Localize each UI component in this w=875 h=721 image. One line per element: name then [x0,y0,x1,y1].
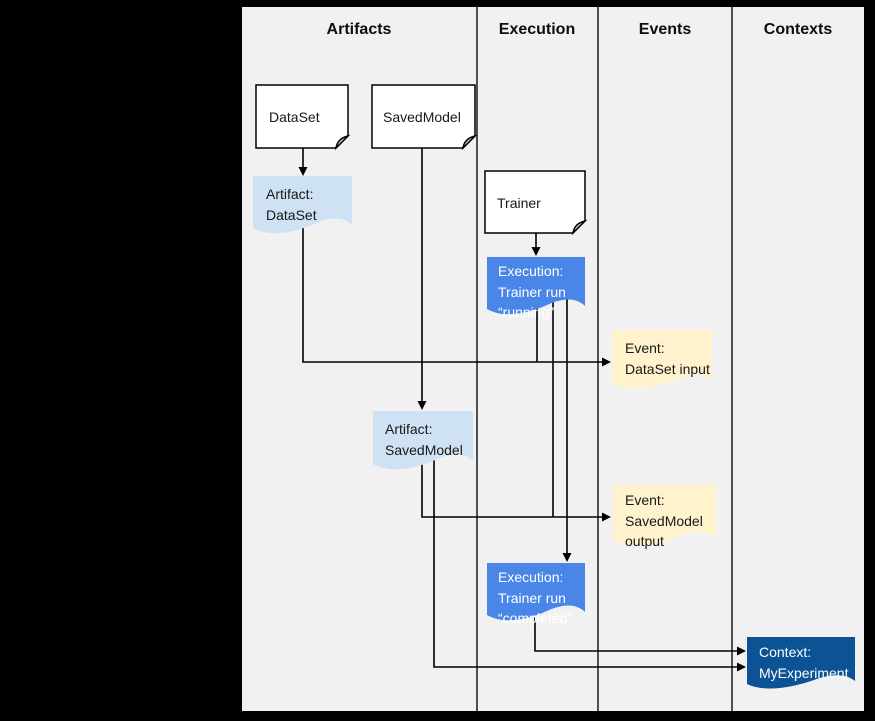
node-label-trainer: Trainer [497,195,541,211]
connectors [302,148,737,668]
flag-nodes [253,176,855,689]
connector-artifact-dataset-to-event-input [302,217,603,363]
flag-shape-artifact-dataset [253,176,352,234]
arrowhead-down-icon [417,401,427,410]
arrowhead-right-icon [737,646,746,656]
folded-corner-icon [461,134,478,151]
flag-shape-execution-completed [487,563,585,621]
document-shape-dataset [255,84,351,151]
arrowhead-right-icon [737,662,746,672]
column-header-execution: Execution [498,21,576,38]
diagram-shapes-layer [253,7,855,711]
column-dividers [476,7,733,711]
document-shape-savedmodel [371,84,478,151]
node-label-artifact-savedmodel: Artifact: SavedModel [385,421,463,458]
connector-execution-completed-to-context [534,617,737,652]
arrowhead-down-icon [562,553,572,562]
document-nodes [255,84,588,236]
node-label-execution-completed: Execution: Trainer run “completed” [498,569,572,626]
node-label-context-myexperiment: Context: MyExperiment [759,644,849,681]
flag-shape-context-myexperiment [747,637,855,689]
flag-shape-event-savedmodel-output [613,485,716,546]
connector-artifact-savedmodel-to-event-output [421,455,603,518]
flag-shape-artifact-savedmodel [373,411,473,470]
arrowhead-down-icon [298,167,308,176]
node-label-artifact-dataset: Artifact: DataSet [266,186,317,223]
arrowhead-down-icon [531,247,541,256]
diagram-canvas: Artifacts Execution Events Contexts Data… [242,7,864,711]
flag-shape-event-dataset-input [612,330,712,389]
column-header-artifacts: Artifacts [326,21,392,38]
column-header-contexts: Contexts [763,21,833,38]
flag-shape-execution-running [487,257,585,315]
node-label-savedmodel: SavedModel [383,109,461,125]
arrowhead-right-icon [602,512,611,522]
connector-artifact-savedmodel-to-context [433,455,737,668]
folded-corner-icon [334,134,351,151]
arrowhead-right-icon [602,357,611,367]
arrowheads [298,167,746,672]
node-label-event-savedmodel-output: Event: SavedModel output [625,492,703,549]
node-label-dataset: DataSet [269,109,320,125]
document-shape-trainer [484,170,588,236]
column-header-events: Events [638,21,692,38]
folded-corner-icon [571,219,588,236]
node-label-execution-running: Execution: Trainer run “running” [498,263,566,320]
node-label-event-dataset-input: Event: DataSet input [625,340,710,377]
